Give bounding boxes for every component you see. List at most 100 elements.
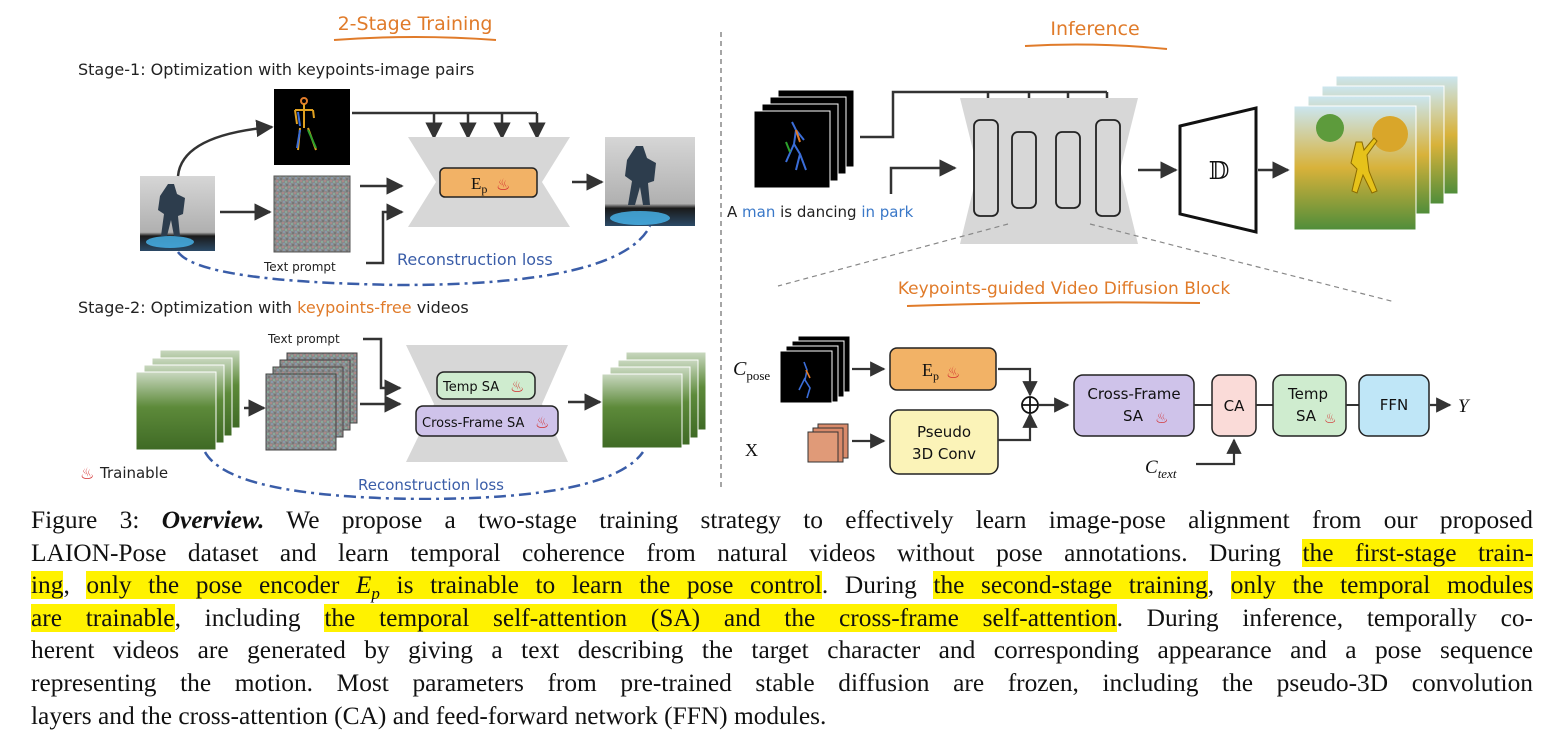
fire-icon: ♨ (1155, 411, 1168, 427)
y-label: Y (1458, 396, 1471, 417)
caption-text-3g: . During (821, 571, 934, 600)
recon-loss-curve-2 (203, 451, 645, 500)
zoom-line-right (1089, 223, 1396, 303)
caption-highlight-3a: ing (31, 571, 64, 600)
figure-caption: Figure 3: Overview. We propose a two-sta… (31, 504, 1533, 732)
caption-line-3: ing, only the pose encoder Ep is trainab… (31, 569, 1533, 604)
x-label: X (745, 440, 758, 460)
arrow-text-to-unet (889, 159, 957, 194)
cross-frame-sa-label-1: Cross-Frame SA (422, 416, 524, 431)
cross-frame-line2: SA (1123, 407, 1144, 425)
unet-layer-4 (1095, 119, 1121, 217)
pose-sequence-stack (753, 89, 855, 189)
pose-encoder-box-1 (439, 167, 538, 198)
caption-line-4: are trainable, including the temporal se… (31, 602, 1533, 635)
arrow-encoder-to-sum (998, 367, 1038, 397)
recon-loss-1: Reconstruction loss (397, 250, 553, 269)
block-title-underline (906, 301, 1201, 307)
zoom-line-left (777, 223, 1009, 287)
caption-line-7: layers and the cross-attention (CA) and … (31, 701, 827, 730)
cross-frame-line1: Cross-Frame (1087, 385, 1180, 403)
caption-text-2a: LAION-Pose dataset and learn temporal co… (31, 538, 1303, 567)
pseudo-3d-conv-box (889, 409, 999, 475)
c-pose-label: Cpose (733, 358, 770, 383)
caption-highlight-3j: only the temporal modules (1230, 571, 1533, 600)
caption-text-1: We propose a two-stage training strategy… (264, 506, 1533, 534)
caption-text-4d: . During inference, temporally co- (1116, 603, 1533, 632)
caption-text-3b: , (63, 571, 87, 600)
cross-frame-sa-box-1 (415, 405, 559, 437)
fire-icon: ♨ (1324, 412, 1337, 427)
block-title: Keypoints-guided Video Diffusion Block (898, 279, 1231, 299)
caption-prefix: Figure 3: (31, 506, 162, 534)
caption-highlight-2b: the first-stage train- (1302, 538, 1533, 567)
arrow-pose-to-unet (860, 90, 1107, 139)
temp-line2: SA (1296, 407, 1317, 425)
sum-node-cross (1022, 397, 1038, 413)
ffn-label: FFN (1380, 396, 1408, 414)
fire-icon: ♨ (946, 365, 960, 382)
unet-inference (960, 98, 1138, 244)
caption-title: Overview. (161, 506, 265, 534)
right-title: Inference (1050, 18, 1139, 40)
temp-sa-label-1: Temp SA (442, 380, 499, 395)
unet-stage2 (406, 345, 568, 462)
c-text-label: Ctext (1145, 457, 1177, 481)
caption-line-1: Figure 3: Overview. We propose a two-sta… (31, 504, 1533, 537)
ca-label: CA (1224, 397, 1245, 415)
stage2-label: Stage-2: Optimization with keypoints-fre… (78, 298, 469, 317)
conditioning-drops-1 (425, 113, 546, 140)
pose-encoder-label-1: Ep (471, 174, 487, 196)
output-video-stack (601, 351, 707, 449)
output-image-stage1 (605, 137, 695, 226)
caption-line-5: herent videos are generated by giving a … (31, 636, 1533, 665)
fire-icon: ♨ (535, 415, 549, 432)
caption-line-6: representing the motion. Most parameters… (31, 668, 1533, 697)
person-icon (140, 176, 215, 251)
text-prompt-1: Text prompt (263, 260, 336, 274)
caption-highlight-3h: the second-stage training (933, 571, 1208, 600)
fire-icon: ♨ (80, 466, 94, 483)
pose-encoder-label-2: Ep (922, 360, 939, 383)
arrow-robot-to-skeleton (176, 119, 274, 177)
caption-text-4b: , including (174, 603, 325, 632)
decoder-symbol: 𝔻 (1209, 159, 1230, 185)
left-title: 2-Stage Training (338, 13, 493, 35)
arrow-ctext-to-ca (1196, 438, 1242, 466)
ffn-box (1358, 374, 1430, 437)
caption-line-2: LAION-Pose dataset and learn temporal co… (31, 537, 1533, 570)
recon-loss-curve-1 (176, 225, 652, 287)
unet-layer-3 (1055, 131, 1081, 209)
latent-cube-icon (807, 423, 849, 463)
unet-layer-2 (1011, 131, 1037, 209)
arrow-prompt-to-unet (366, 203, 404, 265)
arrow-prompt2-to-unet (363, 337, 402, 397)
fire-icon: ♨ (496, 177, 510, 194)
pose-encoder-box-2 (889, 347, 997, 391)
recon-loss-2: Reconstruction loss (358, 476, 504, 494)
fire-icon: ♨ (510, 379, 524, 396)
inference-prompt: A man is dancing in park (727, 203, 914, 221)
temp-line1: Temp (1287, 385, 1328, 403)
temp-sa-box-1 (436, 371, 536, 400)
pseudo-3d-line1: Pseudo (917, 423, 971, 441)
stage1-label: Stage-1: Optimization with keypoints-ima… (78, 60, 474, 79)
text-prompt-2: Text prompt (267, 332, 340, 346)
caption-highlight-3c: only the pose encoder Ep is trainable to… (86, 571, 822, 604)
caption-highlight-4c: the temporal self-attention (SA) and the… (324, 603, 1117, 632)
video-stack-icon (135, 349, 241, 451)
skeleton-icon (274, 89, 350, 165)
noise-icon (273, 175, 351, 253)
noise-stack-icon (265, 352, 358, 451)
left-title-underline (333, 36, 497, 41)
right-title-underline (1024, 43, 1168, 50)
caption-highlight-4a: are trainable (31, 603, 175, 632)
pseudo-3d-line2: 3D Conv (912, 445, 976, 463)
trainable-legend: Trainable (99, 464, 168, 482)
unet-layer-1 (973, 119, 999, 217)
arrow-pseudo3d-to-sum (998, 412, 1038, 442)
method-overview-diagram: 2-Stage Training Stage-1: Optimization w… (78, 13, 1471, 500)
generated-video-stack (1293, 75, 1459, 231)
decoder-shape (1178, 106, 1258, 234)
caption-text-3i: , (1207, 571, 1231, 600)
